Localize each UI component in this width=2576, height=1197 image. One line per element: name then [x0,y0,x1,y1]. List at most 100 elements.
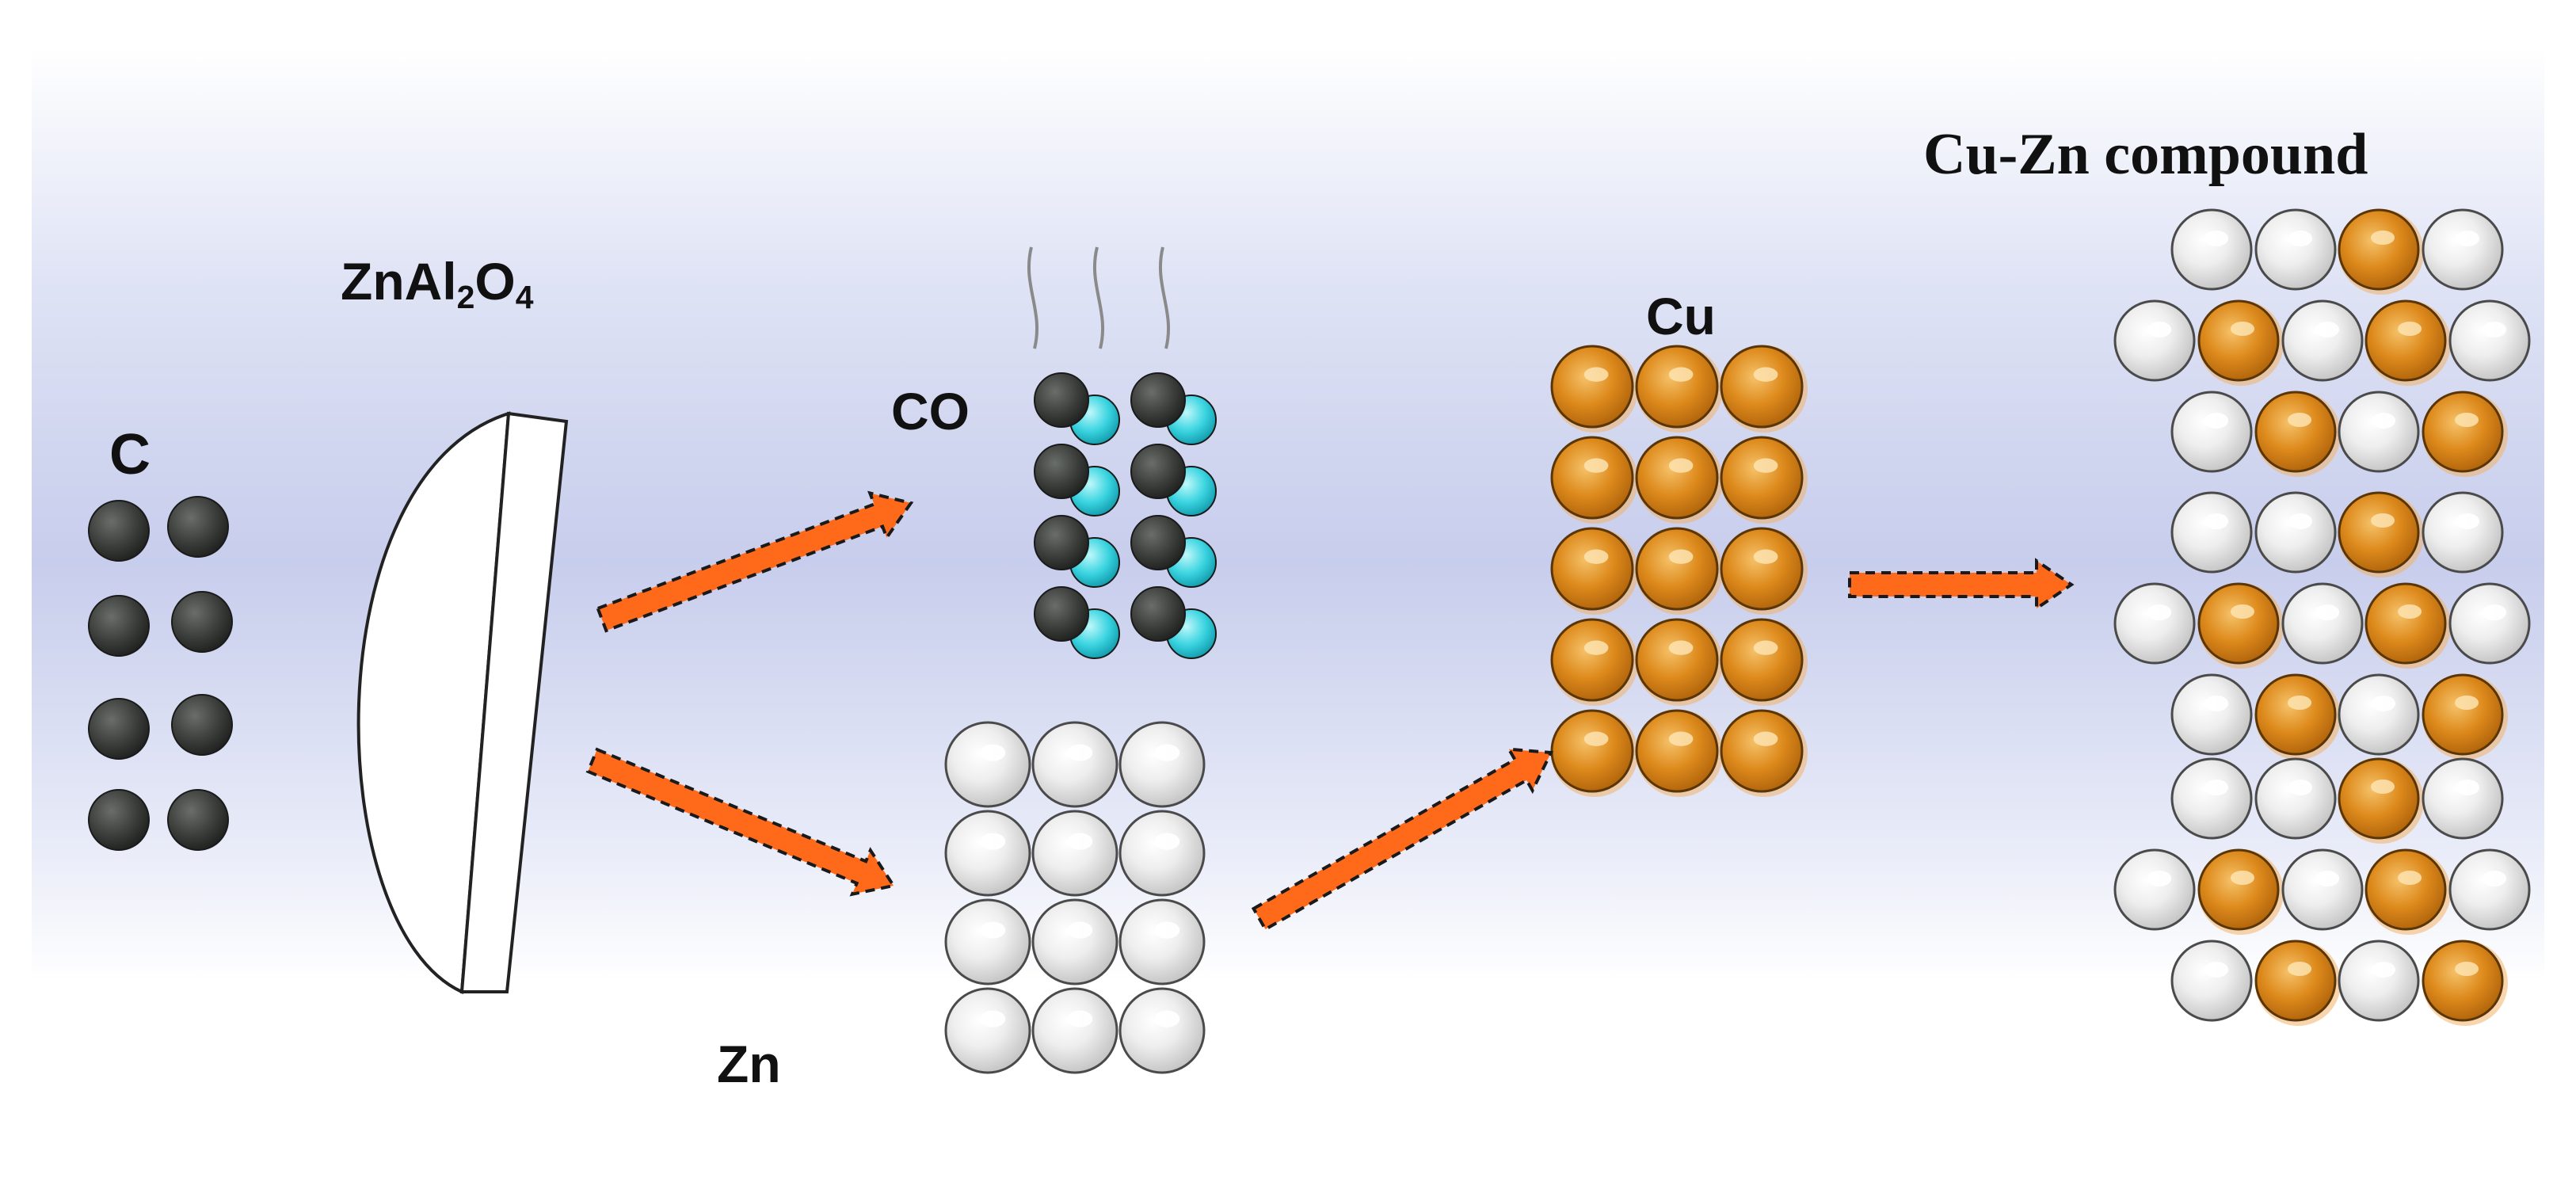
carbon-atom [1034,586,1089,642]
label-zn: Zn [717,1035,781,1093]
copper-atom [2254,940,2341,1026]
copper-atom [1550,527,1638,615]
zinc-atom [2281,848,2364,931]
copper-atom [2338,491,2424,578]
zinc-atom [944,721,1031,808]
znal2o4-lens [356,411,569,995]
zinc-atom [2170,757,2253,840]
carbon-atom [88,789,150,851]
copper-atom [1550,618,1638,706]
label-carbon: C [109,423,151,486]
zinc-atom [2170,208,2253,291]
carbon-atom [171,591,233,653]
copper-atom [1720,345,1808,433]
copper-atom [1550,345,1638,433]
co-molecule [1130,586,1217,659]
copper-atom [1635,709,1723,797]
copper-atoms [1550,345,1808,797]
zinc-atom [2448,299,2531,382]
copper-atom [1635,527,1723,615]
carbon-atom [167,496,229,558]
zinc-atom [2422,491,2504,574]
arrow-to-zn [585,747,897,897]
zinc-atom [2448,848,2531,931]
copper-atom [2338,757,2424,844]
zinc-atom [2254,757,2337,840]
carbon-atom [88,595,150,657]
co-molecule [1034,372,1120,445]
carbon-atom [1034,444,1089,499]
zinc-atom [2254,491,2337,574]
label-znal2o4-sub2: 4 [515,279,534,316]
carbon-atom [1130,444,1186,499]
reaction-arrows [585,490,2075,932]
label-cu: Cu [1646,287,1716,345]
co-molecule [1034,515,1120,588]
zinc-atom [944,898,1031,985]
zinc-atom [2170,491,2253,574]
cu-zn-compound-atoms [2113,208,2531,1026]
arrow-to-co [596,490,914,633]
copper-atom [1635,345,1723,433]
copper-atom [1720,618,1808,706]
steam-lines [1027,246,1171,349]
copper-atom [1635,436,1723,524]
zinc-atom [2113,299,2196,382]
zinc-atom [2281,582,2364,665]
label-co: CO [891,382,970,440]
zinc-atom [1118,721,1206,808]
carbon-atom [1034,515,1089,570]
carbon-atom [167,789,229,851]
zinc-atom [2170,940,2253,1022]
zinc-atom [1031,810,1118,897]
copper-atom [1550,436,1638,524]
carbon-atom [88,698,150,760]
zinc-atoms [944,721,1206,1074]
zinc-atom [1031,898,1118,985]
zinc-atom [2422,208,2504,291]
copper-atom [2254,673,2341,760]
zinc-atom [2113,582,2196,665]
carbon-atom [88,500,150,562]
copper-atom [1720,527,1808,615]
copper-atom [2365,848,2451,935]
zinc-atom [2281,299,2364,382]
co-molecule [1034,586,1120,659]
arrow-to-cu [1251,747,1554,932]
zinc-atom [2422,757,2504,840]
label-znal2o4-main: ZnAl [341,252,457,311]
copper-atom [1550,709,1638,797]
copper-atom [2338,208,2424,295]
zinc-atom [1118,987,1206,1074]
copper-atom [2422,673,2508,760]
zinc-atom [2338,940,2420,1022]
label-znal2o4-sub1: 2 [456,279,475,316]
copper-atom [2422,940,2508,1026]
co-molecule [1034,444,1120,517]
co-molecule [1130,515,1217,588]
label-cu-zn-compound: Cu-Zn compound [1923,122,2368,187]
copper-atom [2365,299,2451,386]
arrow-to-compound [1848,558,2075,612]
carbon-atom [171,694,233,756]
co-molecules [1034,372,1217,659]
carbon-atom [1130,586,1186,642]
copper-atom [1635,618,1723,706]
zinc-atom [2170,391,2253,473]
zinc-atom [1118,898,1206,985]
zinc-atom [944,810,1031,897]
compound-block [2113,208,2531,477]
zinc-atom [944,987,1031,1074]
zinc-atom [1031,987,1118,1074]
zinc-atom [2254,208,2337,291]
copper-atom [2197,582,2284,669]
zinc-atom [2338,673,2420,756]
copper-atom [2254,391,2341,477]
copper-atom [1720,436,1808,524]
compound-block [2113,491,2531,760]
copper-atom [2197,848,2284,935]
co-molecule [1130,372,1217,445]
carbon-atom [1034,372,1089,428]
label-znal2o4: ZnAl2O4 [341,255,534,314]
